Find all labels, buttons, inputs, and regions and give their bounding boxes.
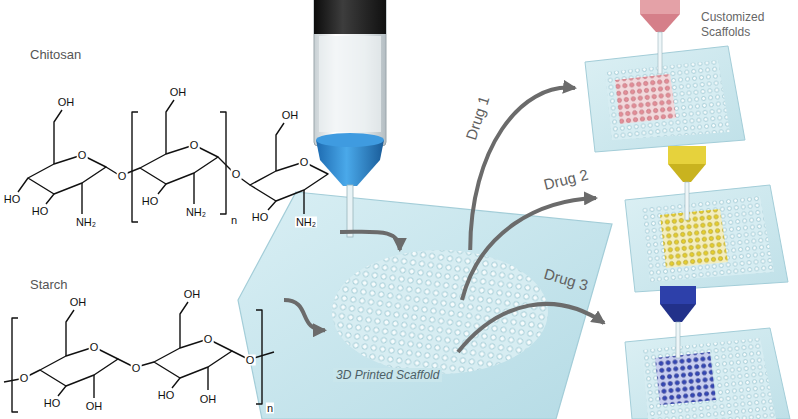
atom-label: OH — [183, 289, 202, 300]
syringe — [347, 185, 353, 237]
chitosan-structure — [18, 100, 328, 222]
main-scaffold — [332, 250, 548, 374]
customized-scaffold — [676, 322, 680, 358]
drug-arrow — [458, 304, 604, 352]
atom-label: O — [89, 342, 100, 353]
starch-structure — [140, 302, 274, 390]
syringe — [316, 133, 384, 147]
customized-scaffold — [642, 196, 774, 282]
scaffold-label: 3D Printed Scaffold — [333, 368, 442, 382]
starch-structure — [4, 302, 274, 412]
customized-scaffold — [605, 60, 730, 140]
atom-label: HO — [31, 206, 50, 217]
structure-title: Starch — [30, 278, 68, 293]
atom-label: O — [19, 373, 30, 384]
atom-label: OH — [57, 97, 76, 108]
atom-label: HO — [157, 390, 176, 401]
customized-scaffold — [655, 352, 716, 405]
diagram-node: Customized Scaffolds — [575, 4, 793, 154]
chitosan-structure — [239, 123, 304, 214]
chitosan-structure — [18, 110, 119, 214]
flow-arrow — [340, 232, 400, 250]
customized-scaffold — [668, 146, 706, 164]
customized-scaffold — [660, 304, 696, 322]
atom-label: O — [299, 157, 310, 168]
syringe — [314, 0, 386, 146]
chitosan-structure — [140, 145, 218, 184]
customized-scaffold — [585, 46, 745, 152]
diagram-node: 3D Printed Scaffold — [325, 250, 545, 386]
customized-scaffold — [660, 209, 728, 268]
atom-label: O — [231, 169, 242, 180]
atom-label: NH₂ — [75, 217, 97, 228]
atom-label: O — [189, 140, 200, 151]
scaffold-heading: Customized Scaffolds — [701, 10, 789, 40]
drug-label: Drug 3 — [542, 266, 590, 294]
customized-scaffold — [642, 338, 776, 419]
structure-title: Chitosan — [30, 48, 81, 63]
atom-label: NH₂ — [295, 217, 317, 228]
atom-label: O — [203, 334, 214, 345]
syringe — [314, 0, 386, 237]
syringe — [319, 36, 381, 132]
repeat-index: n — [230, 215, 238, 226]
flow-arrow — [284, 300, 325, 330]
drug-label: Drug 2 — [542, 167, 590, 194]
atom-label: O — [117, 171, 128, 182]
atom-label: OH — [199, 394, 218, 405]
atom-label: O — [131, 363, 142, 374]
customized-scaffold — [668, 164, 706, 182]
chitosan-structure — [125, 100, 233, 204]
atom-label: OH — [281, 110, 300, 121]
customized-scaffold — [625, 185, 788, 292]
customized-scaffold — [658, 32, 662, 74]
starch-structure — [12, 310, 262, 412]
customized-scaffold — [625, 328, 790, 419]
atom-label: OH — [69, 297, 88, 308]
atom-label: HO — [3, 194, 22, 205]
diagram-node: Chitosan — [4, 44, 340, 244]
atom-label: OH — [169, 87, 188, 98]
atom-label: HO — [251, 212, 270, 223]
chitosan-structure — [28, 155, 106, 194]
drug-arrow — [462, 198, 596, 300]
atom-label: NH₂ — [185, 207, 207, 218]
drug-arrow — [458, 198, 604, 352]
atom-label: OH — [85, 401, 104, 412]
atom-label: O — [245, 355, 256, 366]
chitosan-structure — [132, 112, 226, 222]
repeat-index: n — [266, 403, 274, 414]
syringe — [314, 0, 386, 34]
atom-label: HO — [141, 196, 160, 207]
starch-structure — [4, 310, 132, 398]
chitosan-structure — [250, 162, 328, 201]
main-scaffold — [238, 192, 612, 419]
drug-label: Drug 1 — [463, 94, 493, 142]
customized-scaffold — [585, 0, 790, 419]
customized-scaffold — [640, 0, 680, 14]
customized-scaffold — [615, 74, 676, 124]
customized-scaffold — [640, 14, 680, 32]
starch-structure — [40, 347, 118, 386]
customized-scaffold — [685, 182, 689, 220]
atom-label: O — [77, 150, 88, 161]
atom-label: HO — [43, 398, 62, 409]
customized-scaffold — [660, 286, 696, 304]
main-scaffold — [238, 192, 612, 419]
starch-structure — [154, 339, 232, 378]
